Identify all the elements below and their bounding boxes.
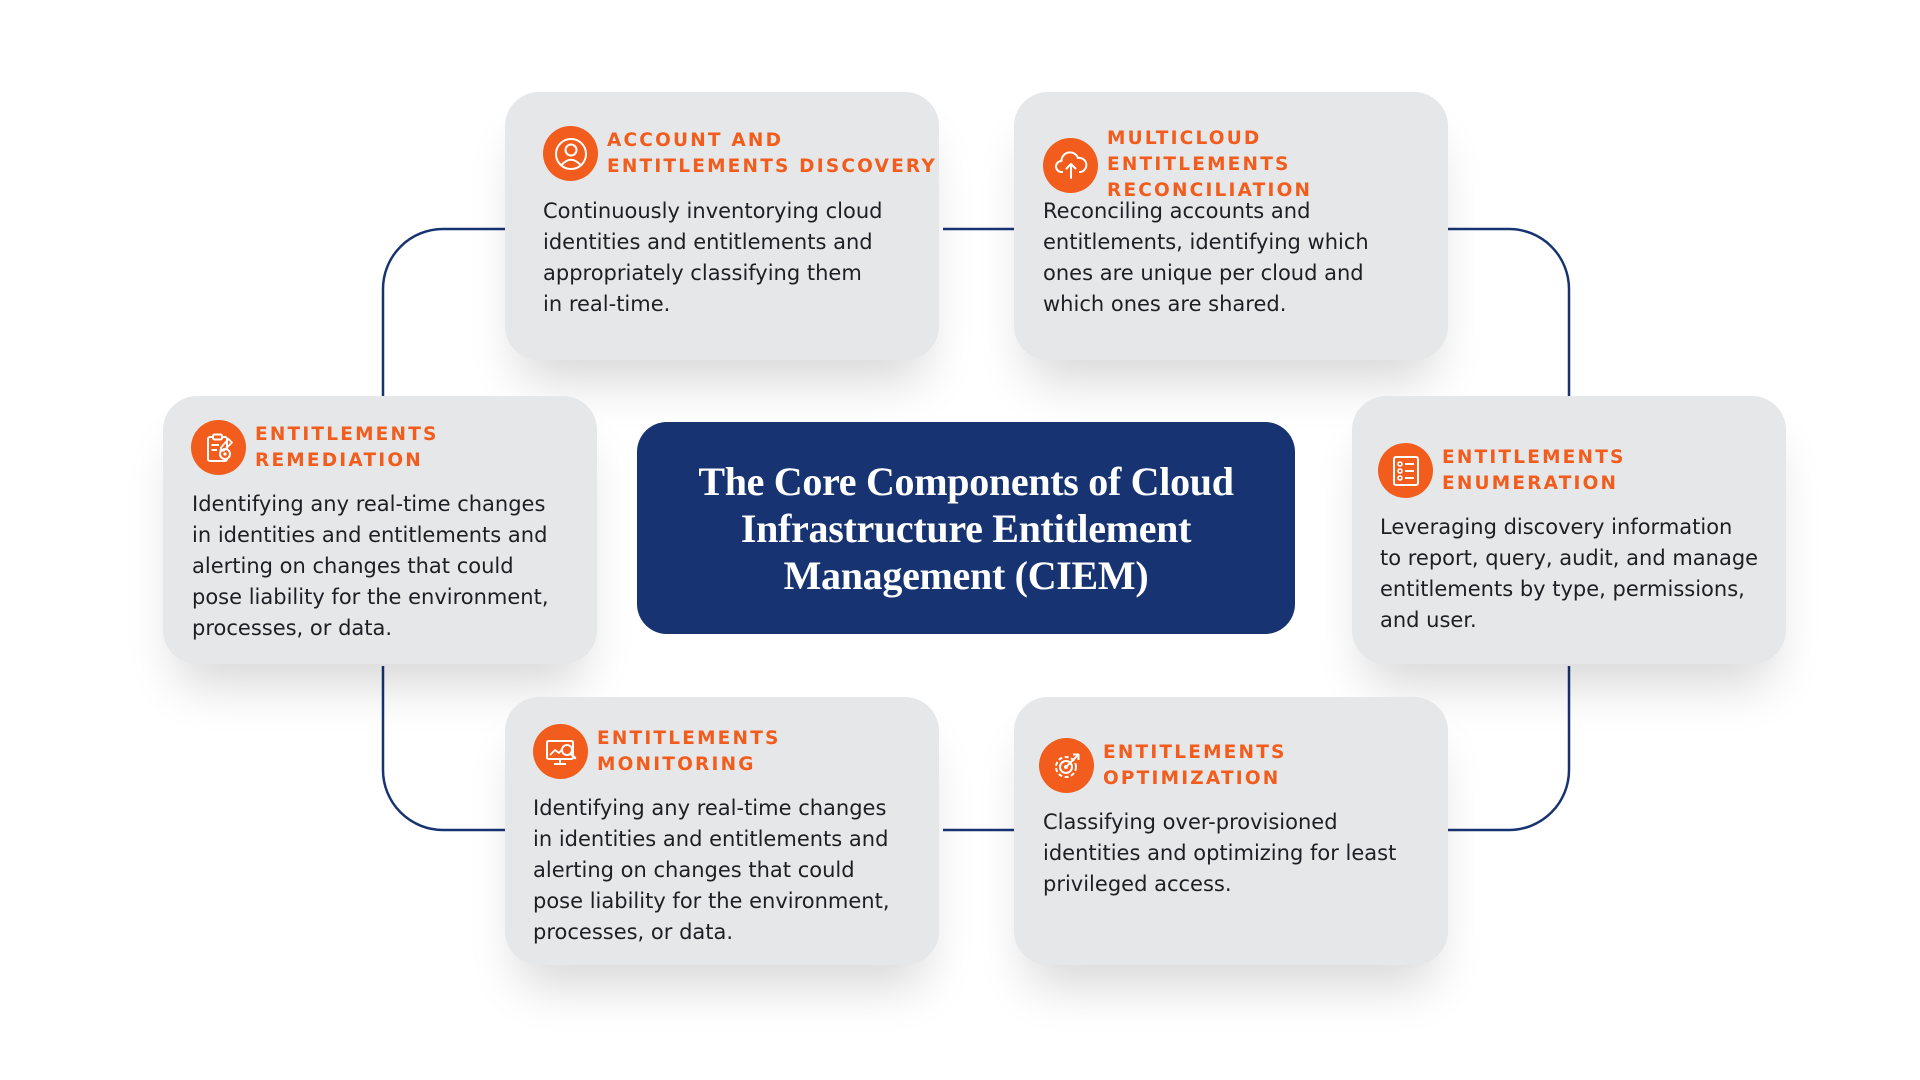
card-title: ENTITLEMENTS MONITORING	[597, 727, 781, 775]
card-title: MULTICLOUD ENTITLEMENTS RECONCILIATION	[1107, 128, 1313, 201]
connector-line	[381, 666, 505, 832]
center-title-box: The Core Components of Cloud Infrastruct…	[637, 422, 1295, 634]
card-title: ENTITLEMENTS REMEDIATION	[255, 423, 439, 471]
gear-target-icon	[1039, 738, 1094, 793]
card-entitlements-monitoring: ENTITLEMENTS MONITORING Identifying any …	[505, 697, 939, 965]
card-account-discovery: ACCOUNT AND ENTITLEMENTS DISCOVERY Conti…	[505, 92, 939, 360]
user-profile-icon	[543, 126, 598, 181]
clipboard-gear-icon	[191, 420, 246, 475]
connector-line	[381, 227, 505, 398]
monitor-search-icon	[533, 724, 588, 779]
card-title: ENTITLEMENTS OPTIMIZATION	[1103, 741, 1287, 789]
user-list-icon	[1378, 443, 1433, 498]
card-description: Continuously inventorying cloud identiti…	[543, 199, 883, 316]
card-title: ENTITLEMENTS ENUMERATION	[1442, 446, 1626, 494]
card-title: ACCOUNT AND ENTITLEMENTS DISCOVERY	[607, 129, 937, 177]
card-description: Classifying over-provisioned identities …	[1043, 810, 1397, 896]
cloud-upload-icon	[1043, 137, 1098, 193]
connector-line	[1448, 227, 1571, 398]
connector-line	[1448, 666, 1571, 832]
diagram-title: The Core Components of Cloud Infrastruct…	[698, 458, 1234, 598]
card-entitlements-remediation: ENTITLEMENTS REMEDIATION Identifying any…	[163, 396, 597, 664]
card-multicloud-reconciliation: MULTICLOUD ENTITLEMENTS RECONCILIATION R…	[1014, 92, 1448, 360]
card-entitlements-enumeration: ENTITLEMENTS ENUMERATION Leveraging disc…	[1352, 396, 1786, 664]
card-description: Leveraging discovery information to repo…	[1380, 515, 1759, 632]
card-description: Identifying any real-time changes in ide…	[192, 492, 549, 640]
card-description: Identifying any real-time changes in ide…	[533, 796, 890, 944]
card-description: Reconciling accounts and entitlements, i…	[1043, 199, 1369, 316]
card-entitlements-optimization: ENTITLEMENTS OPTIMIZATION Classifying ov…	[1014, 697, 1448, 965]
